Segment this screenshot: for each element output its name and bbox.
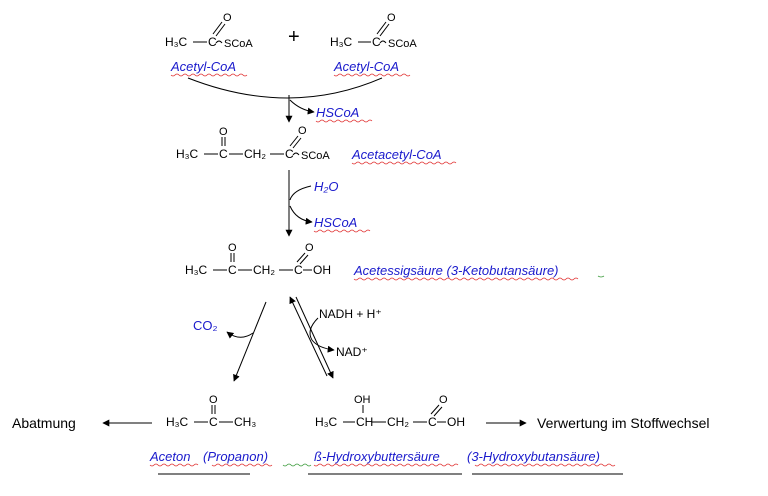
co2-release-arrow <box>226 331 254 339</box>
arrow-reverse <box>289 296 328 377</box>
oh-label: OH <box>313 263 331 277</box>
carbon-label: C <box>372 35 381 49</box>
acetyl-coa-right-structure: H₃C C O SCoA <box>330 12 417 50</box>
hscoa-release-arrow-2 <box>289 205 313 225</box>
ch2-label: CH₂ <box>253 263 275 277</box>
oxygen-label: O <box>209 394 218 406</box>
hydroxybuttersaeure-name: ß-Hydroxybuttersäure <box>314 449 440 464</box>
oxygen-label: O <box>439 394 448 406</box>
aceton-structure: H₃C C O CH₃ <box>166 394 256 429</box>
acetacetyl-coa-structure: H₃C C O CH₂ C O SCoA <box>176 125 330 162</box>
h2o-label: H₂O <box>314 179 338 194</box>
carbon-label: C <box>219 147 228 161</box>
hscoa-label-1: HSCoA <box>316 105 359 120</box>
hscoa-label-2: HSCoA <box>314 215 357 230</box>
carbon-label: C <box>294 263 303 277</box>
acetessigsaeure-name: Acetessigsäure (3-Ketobutansäure) <box>353 263 559 278</box>
h3c-label: H₃C <box>185 263 208 277</box>
ch2-label: CH₂ <box>387 415 409 429</box>
nadh-label: NADH + H⁺ <box>319 307 382 321</box>
acetessigsaeure-structure: H₃C C O CH₂ C O OH <box>185 242 331 277</box>
scoa-label: SCoA <box>388 38 417 50</box>
hydroxybuttersaeure-structure: H₃C CH OH CH₂ C O OH <box>315 394 465 429</box>
propanon-name: (Propanon) <box>203 449 268 464</box>
plus-sign: + <box>288 26 300 48</box>
carbon-label: C <box>228 263 237 277</box>
aceton-name: Aceton <box>149 449 190 464</box>
ch-label: CH <box>356 415 373 429</box>
arrow-to-hydroxy <box>295 296 334 379</box>
arrow-to-aceton <box>233 301 267 382</box>
h2o-intake-arrow <box>289 185 312 201</box>
h3c-label: H₃C <box>315 415 338 429</box>
carbon-label: C <box>208 35 217 49</box>
carbon-label: C <box>209 415 218 429</box>
acetyl-coa-right-name: Acetyl-CoA <box>333 59 399 74</box>
scoa-label: SCoA <box>224 38 253 50</box>
ch3-label: CH₃ <box>234 415 256 429</box>
oh-label: OH <box>447 415 465 429</box>
acetyl-coa-left-structure: H₃C C O SCoA <box>165 12 253 50</box>
abatmung-label: Abatmung <box>12 415 76 431</box>
acetacetyl-coa-name: Acetacetyl-CoA <box>351 147 442 162</box>
h3c-label: H₃C <box>330 35 353 49</box>
hscoa-release-arrow-1 <box>289 99 315 115</box>
oxygen-label: O <box>223 12 232 24</box>
hydroxybutansaeure-name: (3-Hydroxybutansäure) <box>467 449 600 464</box>
oh-top-label: OH <box>354 394 371 406</box>
oxygen-label: O <box>219 126 228 138</box>
verwertung-label: Verwertung im Stoffwechsel <box>537 415 710 431</box>
oxygen-label: O <box>387 12 396 24</box>
nad-label: NAD⁺ <box>336 345 368 359</box>
oxygen-label: O <box>305 242 314 254</box>
carbon-label: C <box>285 147 294 161</box>
oxygen-label: O <box>298 125 307 137</box>
carbon-label: C <box>428 415 437 429</box>
merge-curve <box>187 77 383 99</box>
nadh-nad-arrow <box>309 317 335 353</box>
oxygen-label: O <box>228 242 237 254</box>
h3c-label: H₃C <box>165 35 188 49</box>
co2-label: CO₂ <box>193 318 218 333</box>
scoa-label: SCoA <box>301 150 330 162</box>
ch2-label: CH₂ <box>244 147 266 161</box>
h3c-label: H₃C <box>176 147 199 161</box>
acetyl-coa-left-name: Acetyl-CoA <box>170 59 236 74</box>
h3c-label: H₃C <box>166 415 189 429</box>
